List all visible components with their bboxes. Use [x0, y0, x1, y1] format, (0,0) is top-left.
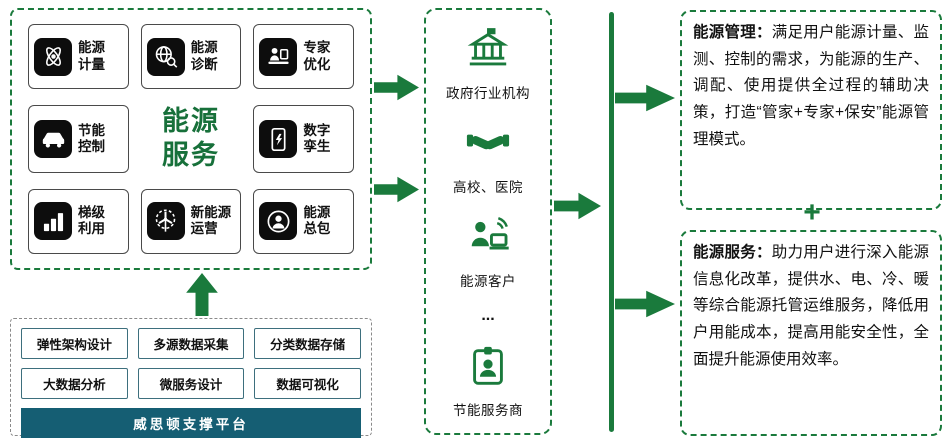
service-label: 新能源 运营 — [190, 205, 232, 237]
government-building-icon — [465, 26, 511, 77]
service-label: 能源 诊断 — [190, 40, 218, 72]
customer-item-university-hospital: 高校、医院 — [453, 120, 523, 196]
customers-panel: 政府行业机构 高校、医院 能源客户 ... — [424, 8, 552, 435]
panel-body: 满足用户能源计量、监测、控制的需求，为能源的生产、调配、使用提供全过程的辅助决策… — [693, 24, 929, 148]
service-label: 数字 孪生 — [303, 122, 331, 154]
plus-sign: + — [803, 196, 821, 229]
arrow-right-icon — [374, 74, 419, 101]
person-circle-icon — [259, 202, 298, 241]
platform-bar: 威思顿支撑平台 — [21, 408, 361, 438]
services-title: 能源 服务 — [161, 106, 220, 170]
globe-search-icon — [146, 37, 185, 76]
service-label: 节能 控制 — [78, 122, 105, 154]
id-badge-icon — [465, 343, 511, 394]
energy-services-panel: 能源 计量 能源 诊断 专家 优化 节能 控制 能源 服务 — [10, 8, 372, 270]
arrow-right-icon — [554, 192, 601, 220]
arrow-right-icon — [615, 290, 675, 318]
customer-item-ellipsis: ... — [481, 307, 494, 325]
panel-body: 助力用户进行深入能源信息化改革，提供水、电、冷、暖等综合能源托管运维服务，降低用… — [693, 244, 929, 368]
panel-title: 能源服务： — [693, 244, 772, 261]
steps-icon — [34, 202, 72, 241]
ellipsis-label: ... — [481, 307, 495, 325]
services-grid: 能源 计量 能源 诊断 专家 优化 节能 控制 能源 服务 — [12, 10, 370, 268]
service-item-expert: 专家 优化 — [253, 24, 354, 90]
energy-service-panel: 能源服务：助力用户进行深入能源信息化改革，提供水、电、冷、暖等综合能源托管运维服… — [680, 230, 942, 436]
service-item-control: 节能 控制 — [28, 105, 129, 173]
customer-item-government: 政府行业机构 — [446, 26, 530, 102]
platform-tag: 分类数据存储 — [254, 328, 361, 359]
connector-line — [609, 12, 614, 432]
service-label: 梯级 利用 — [78, 205, 105, 237]
handshake-icon — [465, 120, 511, 171]
arrow-up-icon — [186, 273, 218, 316]
car-icon — [34, 120, 72, 158]
service-label: 专家 优化 — [303, 40, 331, 72]
service-item-cascade: 梯级 利用 — [28, 188, 129, 254]
service-item-digital-twin: 数字 孪生 — [253, 105, 354, 173]
service-item-diagnosis: 能源 诊断 — [140, 24, 242, 90]
customer-laptop-icon — [465, 214, 511, 265]
platform-tag: 微服务设计 — [137, 368, 245, 399]
arrow-right-icon — [374, 176, 419, 203]
service-item-metering: 能源 计量 — [28, 24, 129, 90]
customer-label: 能源客户 — [460, 273, 516, 289]
customer-label: 节能服务商 — [453, 403, 523, 418]
atom-icon — [34, 37, 72, 76]
customer-item-energy-customer: 能源客户 — [460, 214, 516, 290]
platform-tag: 大数据分析 — [21, 368, 128, 399]
tablet-bolt-icon — [259, 120, 298, 158]
service-label: 能源 计量 — [78, 40, 105, 72]
service-label: 能源 总包 — [303, 205, 331, 237]
platform-tag: 数据可视化 — [254, 368, 361, 399]
service-item-new-energy: 新能源 运营 — [140, 188, 242, 254]
panel-title: 能源管理： — [693, 24, 772, 41]
platform-panel: 弹性架构设计 多源数据采集 分类数据存储 大数据分析 微服务设计 数据可视化 威… — [10, 318, 372, 438]
expert-console-icon — [259, 37, 298, 76]
service-item-epc: 能源 总包 — [253, 188, 354, 254]
customer-label: 政府行业机构 — [446, 86, 530, 101]
platform-tags: 弹性架构设计 多源数据采集 分类数据存储 大数据分析 微服务设计 数据可视化 — [21, 328, 361, 399]
wind-turbine-icon — [146, 202, 185, 241]
customer-item-service-provider: 节能服务商 — [453, 343, 523, 419]
energy-management-panel: 能源管理：满足用户能源计量、监测、控制的需求，为能源的生产、调配、使用提供全过程… — [680, 10, 942, 210]
arrow-right-icon — [615, 84, 675, 112]
customer-label: 高校、医院 — [453, 179, 523, 195]
platform-tag: 多源数据采集 — [137, 328, 245, 359]
platform-tag: 弹性架构设计 — [21, 328, 128, 359]
